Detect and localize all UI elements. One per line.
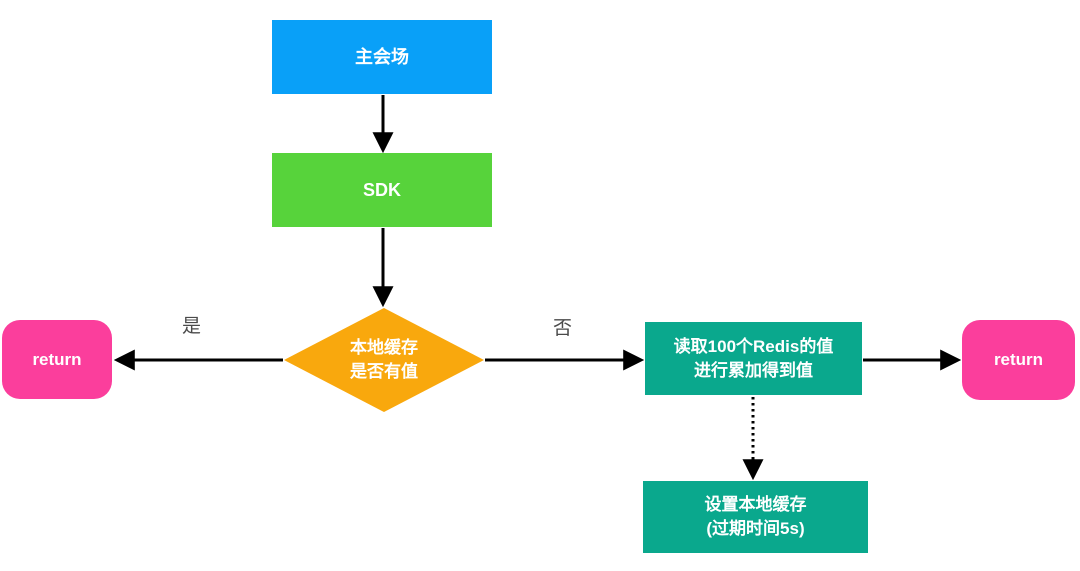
node-main-venue-label: 主会场: [355, 47, 409, 67]
node-return-right-label: return: [993, 350, 1044, 369]
node-return-left: return: [2, 320, 112, 399]
node-read-redis-label-line2: 进行累加得到值: [694, 360, 813, 380]
edge-label-no: 否: [553, 318, 573, 339]
node-cache-check-label-line1: 本地缓存: [350, 338, 418, 357]
node-return-right: return: [962, 320, 1075, 400]
edge-label-yes: 是: [182, 316, 202, 337]
node-sdk: SDK: [272, 153, 492, 227]
node-cache-check-decision: 本地缓存 是否有值: [284, 308, 484, 412]
node-cache-check-label-line2: 是否有值: [350, 362, 418, 381]
node-return-left-label: return: [32, 349, 82, 369]
node-set-cache-label-line2: (过期时间5s): [706, 519, 805, 538]
node-main-venue: 主会场: [272, 20, 492, 94]
node-sdk-label: SDK: [362, 180, 401, 200]
node-set-cache-label-line1: 设置本地缓存: [704, 495, 807, 514]
node-read-redis: 读取100个Redis的值 进行累加得到值: [645, 322, 862, 395]
node-set-cache: 设置本地缓存 (过期时间5s): [643, 481, 868, 553]
node-read-redis-label-line1: 读取100个Redis的值: [673, 336, 834, 356]
